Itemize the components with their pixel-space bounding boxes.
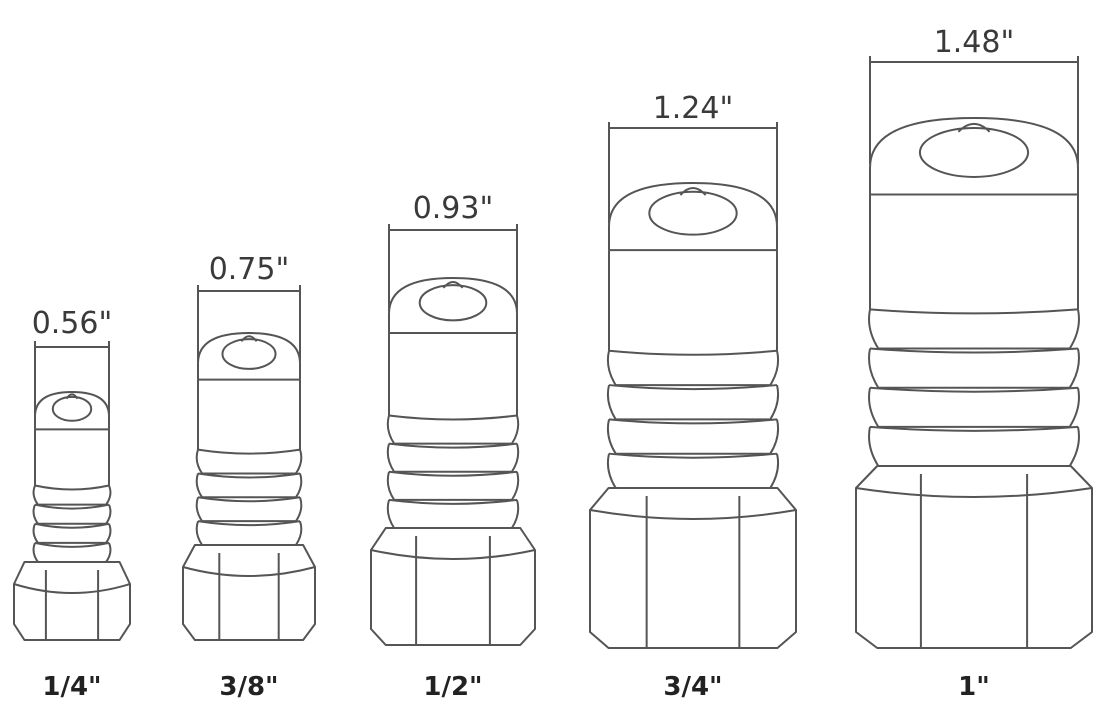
coupling-groove bbox=[195, 449, 303, 475]
coupling-groove bbox=[606, 419, 780, 455]
hex-chamfer bbox=[589, 509, 797, 520]
size-label: 1" bbox=[958, 672, 990, 702]
coupling-sleeve bbox=[869, 194, 1079, 310]
size-label: 3/8" bbox=[219, 672, 278, 702]
coupling-groove bbox=[606, 350, 780, 387]
groove-edge bbox=[34, 503, 110, 510]
hex-chamfer bbox=[855, 487, 1093, 498]
groove-edge bbox=[608, 384, 778, 391]
coupling-groove bbox=[195, 496, 303, 523]
valve-face bbox=[418, 284, 488, 322]
coupling-cap bbox=[869, 117, 1079, 195]
coupling-sleeve bbox=[388, 333, 518, 416]
width-label: 1.48" bbox=[934, 25, 1015, 60]
groove-edge bbox=[388, 414, 518, 421]
coupling-4 bbox=[589, 122, 797, 649]
groove-edge bbox=[869, 347, 1079, 354]
groove-edge bbox=[869, 308, 1079, 315]
coupling-groove bbox=[606, 453, 780, 489]
coupling-sleeve bbox=[197, 379, 301, 450]
valve-pin bbox=[679, 187, 707, 196]
coupling-groove bbox=[868, 309, 1080, 350]
groove-edge bbox=[197, 520, 301, 527]
groove-edge bbox=[197, 472, 301, 479]
coupling-groove bbox=[195, 473, 303, 499]
coupling-cap bbox=[388, 277, 518, 333]
coupling-3 bbox=[370, 224, 536, 646]
groove-edge bbox=[608, 452, 778, 459]
valve-pin bbox=[957, 122, 991, 133]
groove-edge bbox=[197, 496, 301, 503]
coupling-groove bbox=[606, 384, 780, 421]
groove-edge bbox=[869, 386, 1079, 393]
groove-edge bbox=[608, 349, 778, 356]
valve-pin bbox=[240, 335, 258, 343]
groove-edge bbox=[608, 418, 778, 425]
hex-nut bbox=[589, 487, 797, 649]
groove-edge bbox=[388, 442, 518, 449]
hex-nut bbox=[13, 561, 131, 641]
coupling-cap bbox=[608, 182, 778, 251]
coupling-cap bbox=[197, 332, 301, 380]
width-label: 1.24" bbox=[653, 91, 734, 126]
coupling-5 bbox=[855, 56, 1093, 649]
groove-edge bbox=[388, 470, 518, 477]
coupling-groove bbox=[32, 485, 112, 506]
groove-edge bbox=[869, 425, 1079, 432]
size-label: 3/4" bbox=[663, 672, 722, 702]
size-label: 1/2" bbox=[423, 672, 482, 702]
groove-edge bbox=[197, 448, 301, 455]
coupling-sleeve bbox=[608, 250, 778, 351]
coupling-groove bbox=[386, 443, 520, 473]
coupling-groove bbox=[386, 415, 520, 445]
valve-face bbox=[648, 190, 738, 236]
valve-pin bbox=[65, 393, 79, 400]
coupling-sleeve bbox=[34, 429, 110, 486]
width-label: 0.93" bbox=[413, 191, 494, 226]
coupling-groove bbox=[32, 523, 112, 544]
groove-edge bbox=[34, 522, 110, 529]
hex-nut bbox=[182, 544, 316, 641]
coupling-2 bbox=[182, 285, 316, 641]
valve-face bbox=[221, 338, 277, 370]
width-label: 0.56" bbox=[32, 306, 113, 341]
width-label: 0.75" bbox=[209, 252, 290, 287]
hex-chamfer bbox=[182, 566, 316, 577]
groove-edge bbox=[34, 484, 110, 491]
coupling-groove bbox=[386, 471, 520, 501]
groove-edge bbox=[388, 498, 518, 505]
coupling-groove bbox=[868, 387, 1080, 428]
coupling-cap bbox=[34, 391, 110, 430]
valve-face bbox=[51, 395, 93, 422]
hex-nut bbox=[370, 527, 536, 646]
hex-nut bbox=[855, 465, 1093, 649]
coupling-1 bbox=[13, 341, 131, 641]
coupling-groove bbox=[868, 426, 1080, 467]
size-label: 1/4" bbox=[42, 672, 101, 702]
valve-pin bbox=[442, 280, 464, 289]
hex-chamfer bbox=[13, 583, 131, 594]
hex-chamfer bbox=[370, 549, 536, 560]
groove-edge bbox=[34, 541, 110, 548]
coupling-groove bbox=[868, 348, 1080, 389]
coupling-groove bbox=[32, 504, 112, 525]
valve-face bbox=[918, 126, 1030, 178]
